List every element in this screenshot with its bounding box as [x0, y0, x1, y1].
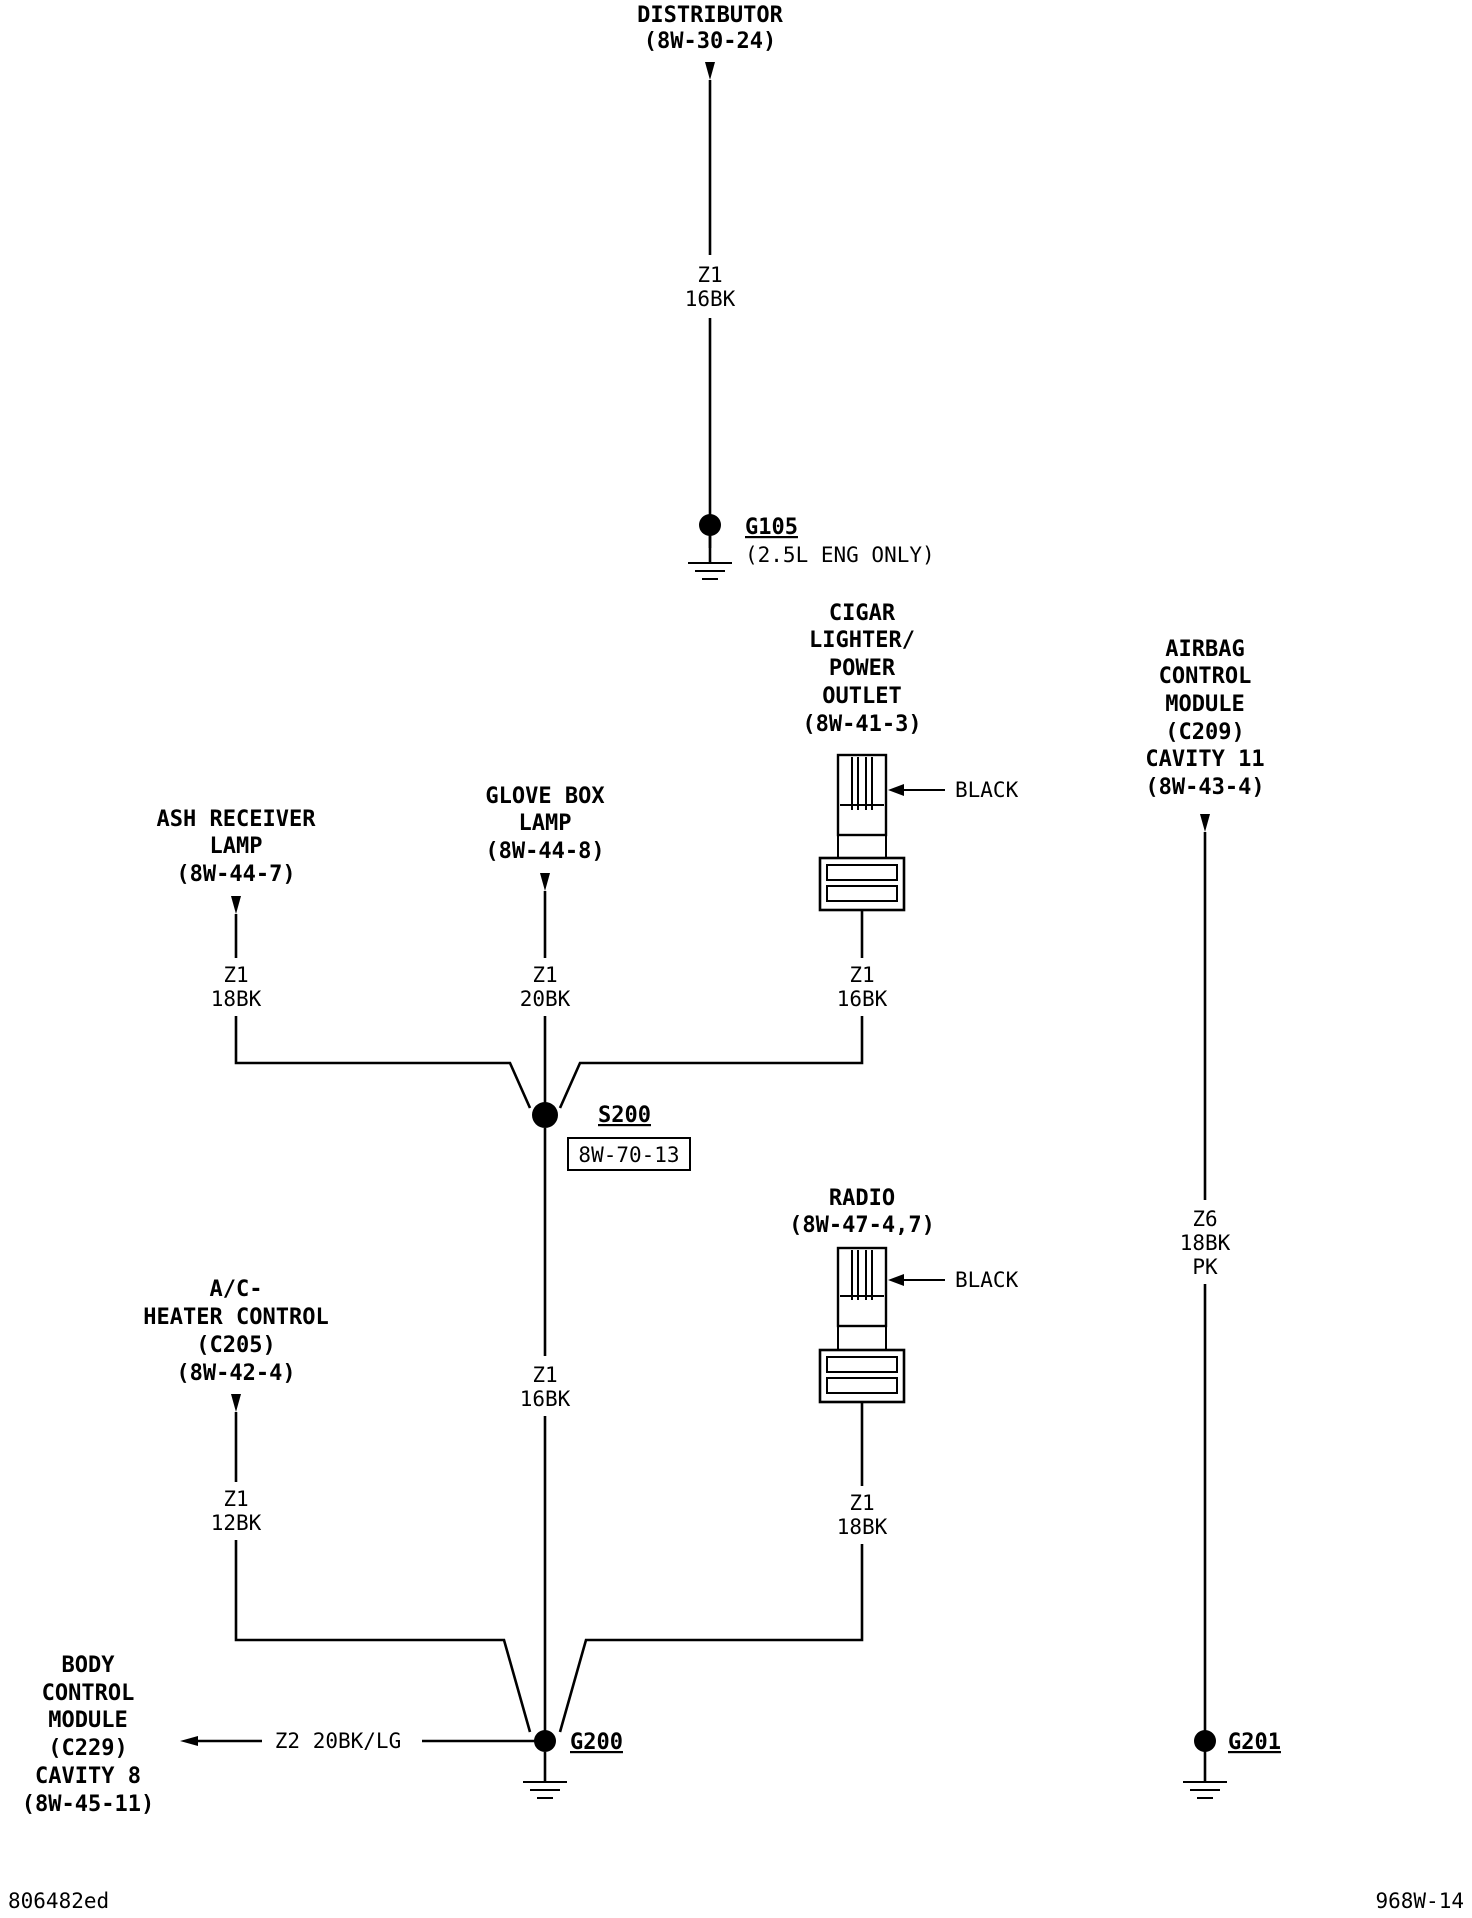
- ash-wire-circuit: Z1: [223, 963, 248, 987]
- glove-line-2: LAMP: [519, 811, 572, 836]
- ash-line-1: ASH RECEIVER: [157, 807, 317, 832]
- glove-wire-gauge: 20BK: [520, 987, 571, 1011]
- g200-label: G200: [570, 1730, 623, 1755]
- distributor-name: DISTRIBUTOR: [637, 3, 783, 28]
- cigar-wire-lower: [558, 1016, 864, 1109]
- distributor-ref: (8W-30-24): [644, 29, 776, 54]
- bcm-line-2: CONTROL: [42, 1681, 135, 1706]
- cigar-line-4: OUTLET: [822, 684, 901, 709]
- bcm-ref: (8W-45-11): [22, 1792, 154, 1817]
- footer-right-code: 968W-14: [1375, 1889, 1464, 1913]
- ac-line-3: (C205): [196, 1333, 275, 1358]
- ash-wire-lower: [234, 1016, 532, 1109]
- radio-wire-circuit: Z1: [849, 1491, 874, 1515]
- g105-ground-symbol: [688, 562, 732, 580]
- ash-wire-gauge: 18BK: [211, 987, 262, 1011]
- cigar-connector-color: BLACK: [955, 778, 1019, 802]
- bcm-line-3: MODULE: [48, 1708, 127, 1733]
- cigar-lighter-title: CIGAR LIGHTER/ POWER OUTLET (8W-41-3): [802, 601, 921, 737]
- ac-wire-gauge: 12BK: [211, 1511, 262, 1535]
- cigar-connector-pointer-arrow: [888, 784, 904, 796]
- airbag-wire-circuit: Z6: [1192, 1207, 1217, 1231]
- ac-terminal-arrow: [231, 1394, 241, 1412]
- glove-wire-circuit: Z1: [532, 963, 557, 987]
- radio-connector-color: BLACK: [955, 1268, 1019, 1292]
- glove-ref: (8W-44-8): [485, 839, 604, 864]
- glove-terminal-arrow: [540, 873, 550, 891]
- radio-connector-pointer-arrow: [888, 1274, 904, 1286]
- airbag-line-3: MODULE: [1165, 692, 1244, 717]
- airbag-title: AIRBAG CONTROL MODULE (C209) CAVITY 11 (…: [1145, 637, 1264, 800]
- cigar-connector-icon: [818, 753, 906, 912]
- g200-ground-symbol: [523, 1781, 567, 1799]
- distributor-wire-circuit: Z1: [697, 263, 722, 287]
- airbag-wire-tracer: PK: [1192, 1255, 1218, 1279]
- cigar-line-3: POWER: [829, 656, 896, 681]
- cigar-line-1: CIGAR: [829, 601, 896, 626]
- radio-connector-icon: [818, 1246, 906, 1404]
- airbag-ref: (8W-43-4): [1145, 775, 1264, 800]
- cigar-ref: (8W-41-3): [802, 712, 921, 737]
- bcm-line-4: (C229): [48, 1736, 127, 1761]
- radio-ref: (8W-47-4,7): [789, 1213, 935, 1238]
- ash-receiver-title: ASH RECEIVER LAMP (8W-44-7): [157, 807, 317, 887]
- g105-splice-dot: [699, 514, 721, 536]
- s200-ref: 8W-70-13: [578, 1143, 679, 1167]
- airbag-line-2: CONTROL: [1159, 664, 1252, 689]
- bcm-title: BODY CONTROL MODULE (C229) CAVITY 8 (8W-…: [22, 1653, 154, 1817]
- airbag-terminal-arrow: [1200, 814, 1210, 832]
- bcm-line-5: CAVITY 8: [35, 1764, 141, 1789]
- trunk-wire-gauge: 16BK: [520, 1387, 571, 1411]
- g201-ground-symbol: [1183, 1781, 1227, 1799]
- airbag-line-5: CAVITY 11: [1145, 747, 1264, 772]
- trunk-wire-circuit: Z1: [532, 1363, 557, 1387]
- bcm-wire-label: Z2 20BK/LG: [275, 1729, 401, 1753]
- cigar-line-2: LIGHTER/: [809, 628, 915, 653]
- radio-name: RADIO: [829, 1186, 895, 1211]
- ac-wire-circuit: Z1: [223, 1487, 248, 1511]
- airbag-line-1: AIRBAG: [1165, 637, 1244, 662]
- distributor-wire-gauge: 16BK: [685, 287, 736, 311]
- airbag-wire-gauge: 18BK: [1180, 1231, 1231, 1255]
- s200-splice-dot: [532, 1102, 558, 1128]
- radio-wire-lower: [558, 1544, 864, 1733]
- ac-wire-lower: [234, 1540, 532, 1733]
- footer-left-code: 806482ed: [8, 1889, 109, 1913]
- ac-line-1: A/C-: [210, 1277, 263, 1302]
- ac-ref: (8W-42-4): [176, 1361, 295, 1386]
- g105-label: G105: [745, 515, 798, 540]
- g201-label: G201: [1228, 1730, 1281, 1755]
- ac-heater-title: A/C- HEATER CONTROL (C205) (8W-42-4): [143, 1277, 328, 1386]
- g105-note: (2.5L ENG ONLY): [745, 543, 935, 567]
- s200-label: S200: [598, 1103, 651, 1128]
- bcm-line-1: BODY: [62, 1653, 116, 1678]
- glove-box-title: GLOVE BOX LAMP (8W-44-8): [485, 784, 604, 864]
- glove-line-1: GLOVE BOX: [485, 784, 604, 809]
- s200-ref-box: [567, 1137, 691, 1171]
- ac-line-2: HEATER CONTROL: [143, 1305, 328, 1330]
- ash-terminal-arrow: [231, 896, 241, 914]
- cigar-wire-circuit: Z1: [849, 963, 874, 987]
- g201-splice-dot: [1194, 1730, 1216, 1752]
- airbag-line-4: (C209): [1165, 720, 1244, 745]
- radio-wire-gauge: 18BK: [837, 1515, 888, 1539]
- bcm-terminal-arrow: [180, 1736, 198, 1746]
- cigar-wire-gauge: 16BK: [837, 987, 888, 1011]
- ash-line-2: LAMP: [210, 834, 263, 859]
- ash-ref: (8W-44-7): [176, 862, 295, 887]
- g200-splice-dot: [534, 1730, 556, 1752]
- distributor-terminal-arrow: [705, 62, 715, 80]
